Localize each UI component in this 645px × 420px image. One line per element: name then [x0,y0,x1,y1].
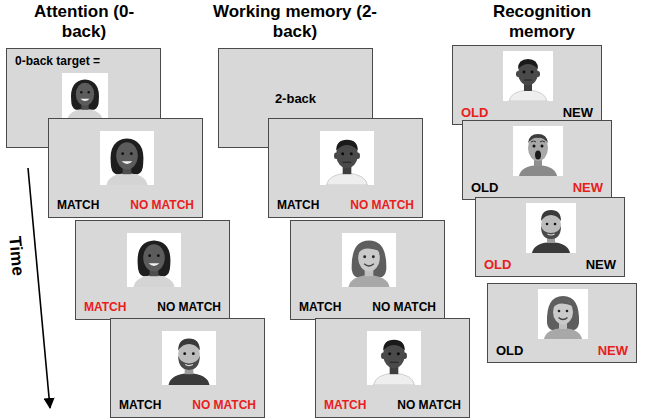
response-option: NEW [573,180,603,195]
text-row: 2-back [219,91,372,106]
response-option: MATCH [84,300,126,315]
text-row: MATCH NO MATCH [316,398,469,417]
face-photo [526,203,576,253]
column-heading: Working memory (2-back) [210,2,380,42]
text-row: MATCH NO MATCH [76,300,229,319]
response-option: OLD [496,343,523,358]
instruction-text: 0-back target = [15,54,100,69]
response-option: OLD [461,105,488,120]
screen-card: MATCH NO MATCH [110,318,265,418]
face-photo [62,73,108,119]
column-heading: Attention (0-back) [29,2,139,42]
response-option: OLD [471,180,498,195]
face-photo [162,331,216,385]
response-option: MATCH [119,398,161,413]
text-row: 0-back target = [7,49,160,69]
response-option: NEW [563,105,593,120]
screen-card: OLD NEW [452,45,602,125]
face-photo [367,331,421,385]
response-option: NO MATCH [397,398,461,413]
text-row: MATCH NO MATCH [111,398,264,417]
face-photo [513,126,563,176]
screen-card: OLD NEW [462,120,612,200]
response-option: OLD [484,257,511,272]
face-photo [342,233,396,287]
text-row: OLD NEW [488,343,636,362]
response-option: NO MATCH [350,198,414,213]
screen-card: MATCH NO MATCH [268,118,423,218]
screen-card: OLD NEW [487,283,637,363]
screen-card: MATCH NO MATCH [48,118,203,218]
response-option: MATCH [57,198,99,213]
screen-card: MATCH NO MATCH [315,318,470,418]
text-row: OLD NEW [476,257,624,276]
response-option: MATCH [299,300,341,315]
face-photo [127,233,181,287]
response-option: NEW [586,257,616,272]
face-photo [100,131,154,185]
face-photo [503,51,553,101]
face-photo [538,289,588,339]
axis-label: Time [4,236,27,277]
screen-card: OLD NEW [475,197,625,277]
response-option: MATCH [277,198,319,213]
text-row: MATCH NO MATCH [269,198,422,217]
response-option: NO MATCH [192,398,256,413]
screen-card: MATCH NO MATCH [75,220,230,320]
response-option: NO MATCH [372,300,436,315]
time-arrow-line [28,168,50,408]
response-option: NEW [598,343,628,358]
screen-card: MATCH NO MATCH [290,220,445,320]
text-row: MATCH NO MATCH [291,300,444,319]
face-photo [320,131,374,185]
column-heading: Recognition memory [482,2,602,42]
response-option: NO MATCH [130,198,194,213]
response-option: NO MATCH [157,300,221,315]
text-row: MATCH NO MATCH [49,198,202,217]
instruction-text: 2-back [275,91,316,106]
response-option: MATCH [324,398,366,413]
